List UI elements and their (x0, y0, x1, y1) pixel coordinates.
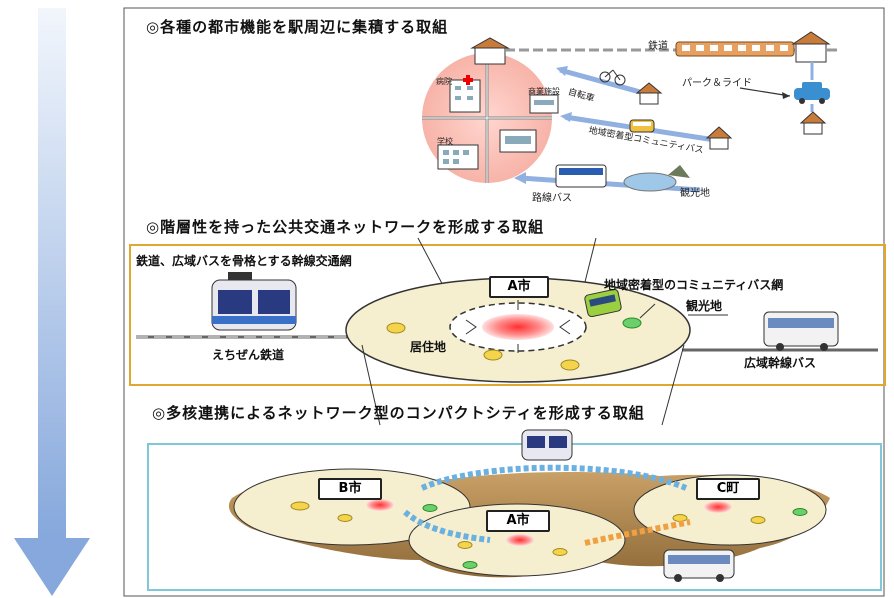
residential-dot (552, 548, 568, 556)
echizen-train-icon (211, 272, 297, 331)
school-building-icon (437, 144, 479, 170)
flow-down-arrow-icon (14, 8, 90, 596)
section2-box (129, 244, 886, 386)
sightseeing-label: 観光地 (680, 188, 710, 199)
park-ride-label: パーク＆ライド (682, 78, 752, 89)
city-a-core (482, 314, 554, 340)
bicycle-icon (599, 69, 626, 86)
house-icon (705, 126, 733, 150)
residential-dot (386, 322, 406, 334)
residential-dot (337, 514, 353, 522)
train-icon (675, 41, 795, 57)
right-station-icon (791, 31, 831, 63)
station-building-icon (470, 37, 510, 65)
school-label: 学校 (437, 137, 453, 146)
sightseeing-dot (622, 317, 642, 329)
city-a-label-small: A市 (486, 510, 550, 532)
hospital-label: 病院 (436, 77, 452, 86)
residential-dot (750, 516, 766, 524)
commercial-label: 商業施設 (528, 87, 560, 96)
residential-dot (290, 501, 310, 511)
network-arrow-a-c (584, 519, 691, 546)
network-arrow-b-c (420, 464, 688, 491)
city-b-label: B市 (318, 478, 382, 500)
sightseeing-dot (462, 561, 478, 569)
residential-dot (672, 514, 688, 522)
residential-dot (457, 541, 473, 549)
car-icon (794, 82, 830, 104)
sightseeing-dot (792, 508, 808, 516)
community-bus-icon (629, 119, 655, 133)
house-icon (635, 82, 663, 105)
bicycle-arrow (559, 67, 641, 95)
town-c-label: C町 (696, 478, 760, 500)
section1-illustration (422, 31, 840, 193)
trunk-network-label: 鉄道、広域バスを骨格とする幹線交通網 (136, 254, 352, 268)
section1-title: ◎各種の都市機能を駅周辺に集積する取組 (146, 18, 449, 36)
wide-area-bus-icon (763, 311, 839, 351)
sightseeing-label: 観光地 (686, 299, 723, 313)
section3-title: ◎多核連携によるネットワーク型のコンパクトシティを形成する取組 (152, 404, 645, 422)
sightseeing-dot (422, 504, 438, 512)
building-icon (499, 129, 537, 153)
residential-label: 居住地 (410, 340, 447, 354)
house-icon (799, 111, 827, 135)
train-small-icon (521, 429, 573, 461)
sightseeing-spot-icon (623, 165, 690, 192)
railway-label: 鉄道 (648, 41, 668, 52)
community-bus-icon (584, 288, 622, 318)
route-bus-icon (555, 164, 607, 188)
commercial-building-icon (529, 94, 559, 114)
community-bus-network-label: 地域密着型のコミュニティバス網 (604, 278, 784, 292)
echizen-railway-label: えちぜん鉄道 (212, 348, 285, 362)
route-bus-label: 路線バス (532, 193, 572, 204)
wide-area-bus-label: 広域幹線バス (744, 356, 817, 370)
residential-dot (560, 359, 580, 371)
residential-dot (483, 349, 503, 361)
park-ride-arrow (739, 87, 791, 97)
bus-small-icon (663, 549, 735, 582)
network-arrow-b-a (403, 509, 491, 543)
section2-title: ◎階層性を持った公共交通ネットワークを形成する取組 (146, 218, 545, 236)
hospital-building-icon (449, 75, 481, 113)
section3-box (147, 443, 882, 591)
city-a-label: A市 (489, 276, 549, 298)
